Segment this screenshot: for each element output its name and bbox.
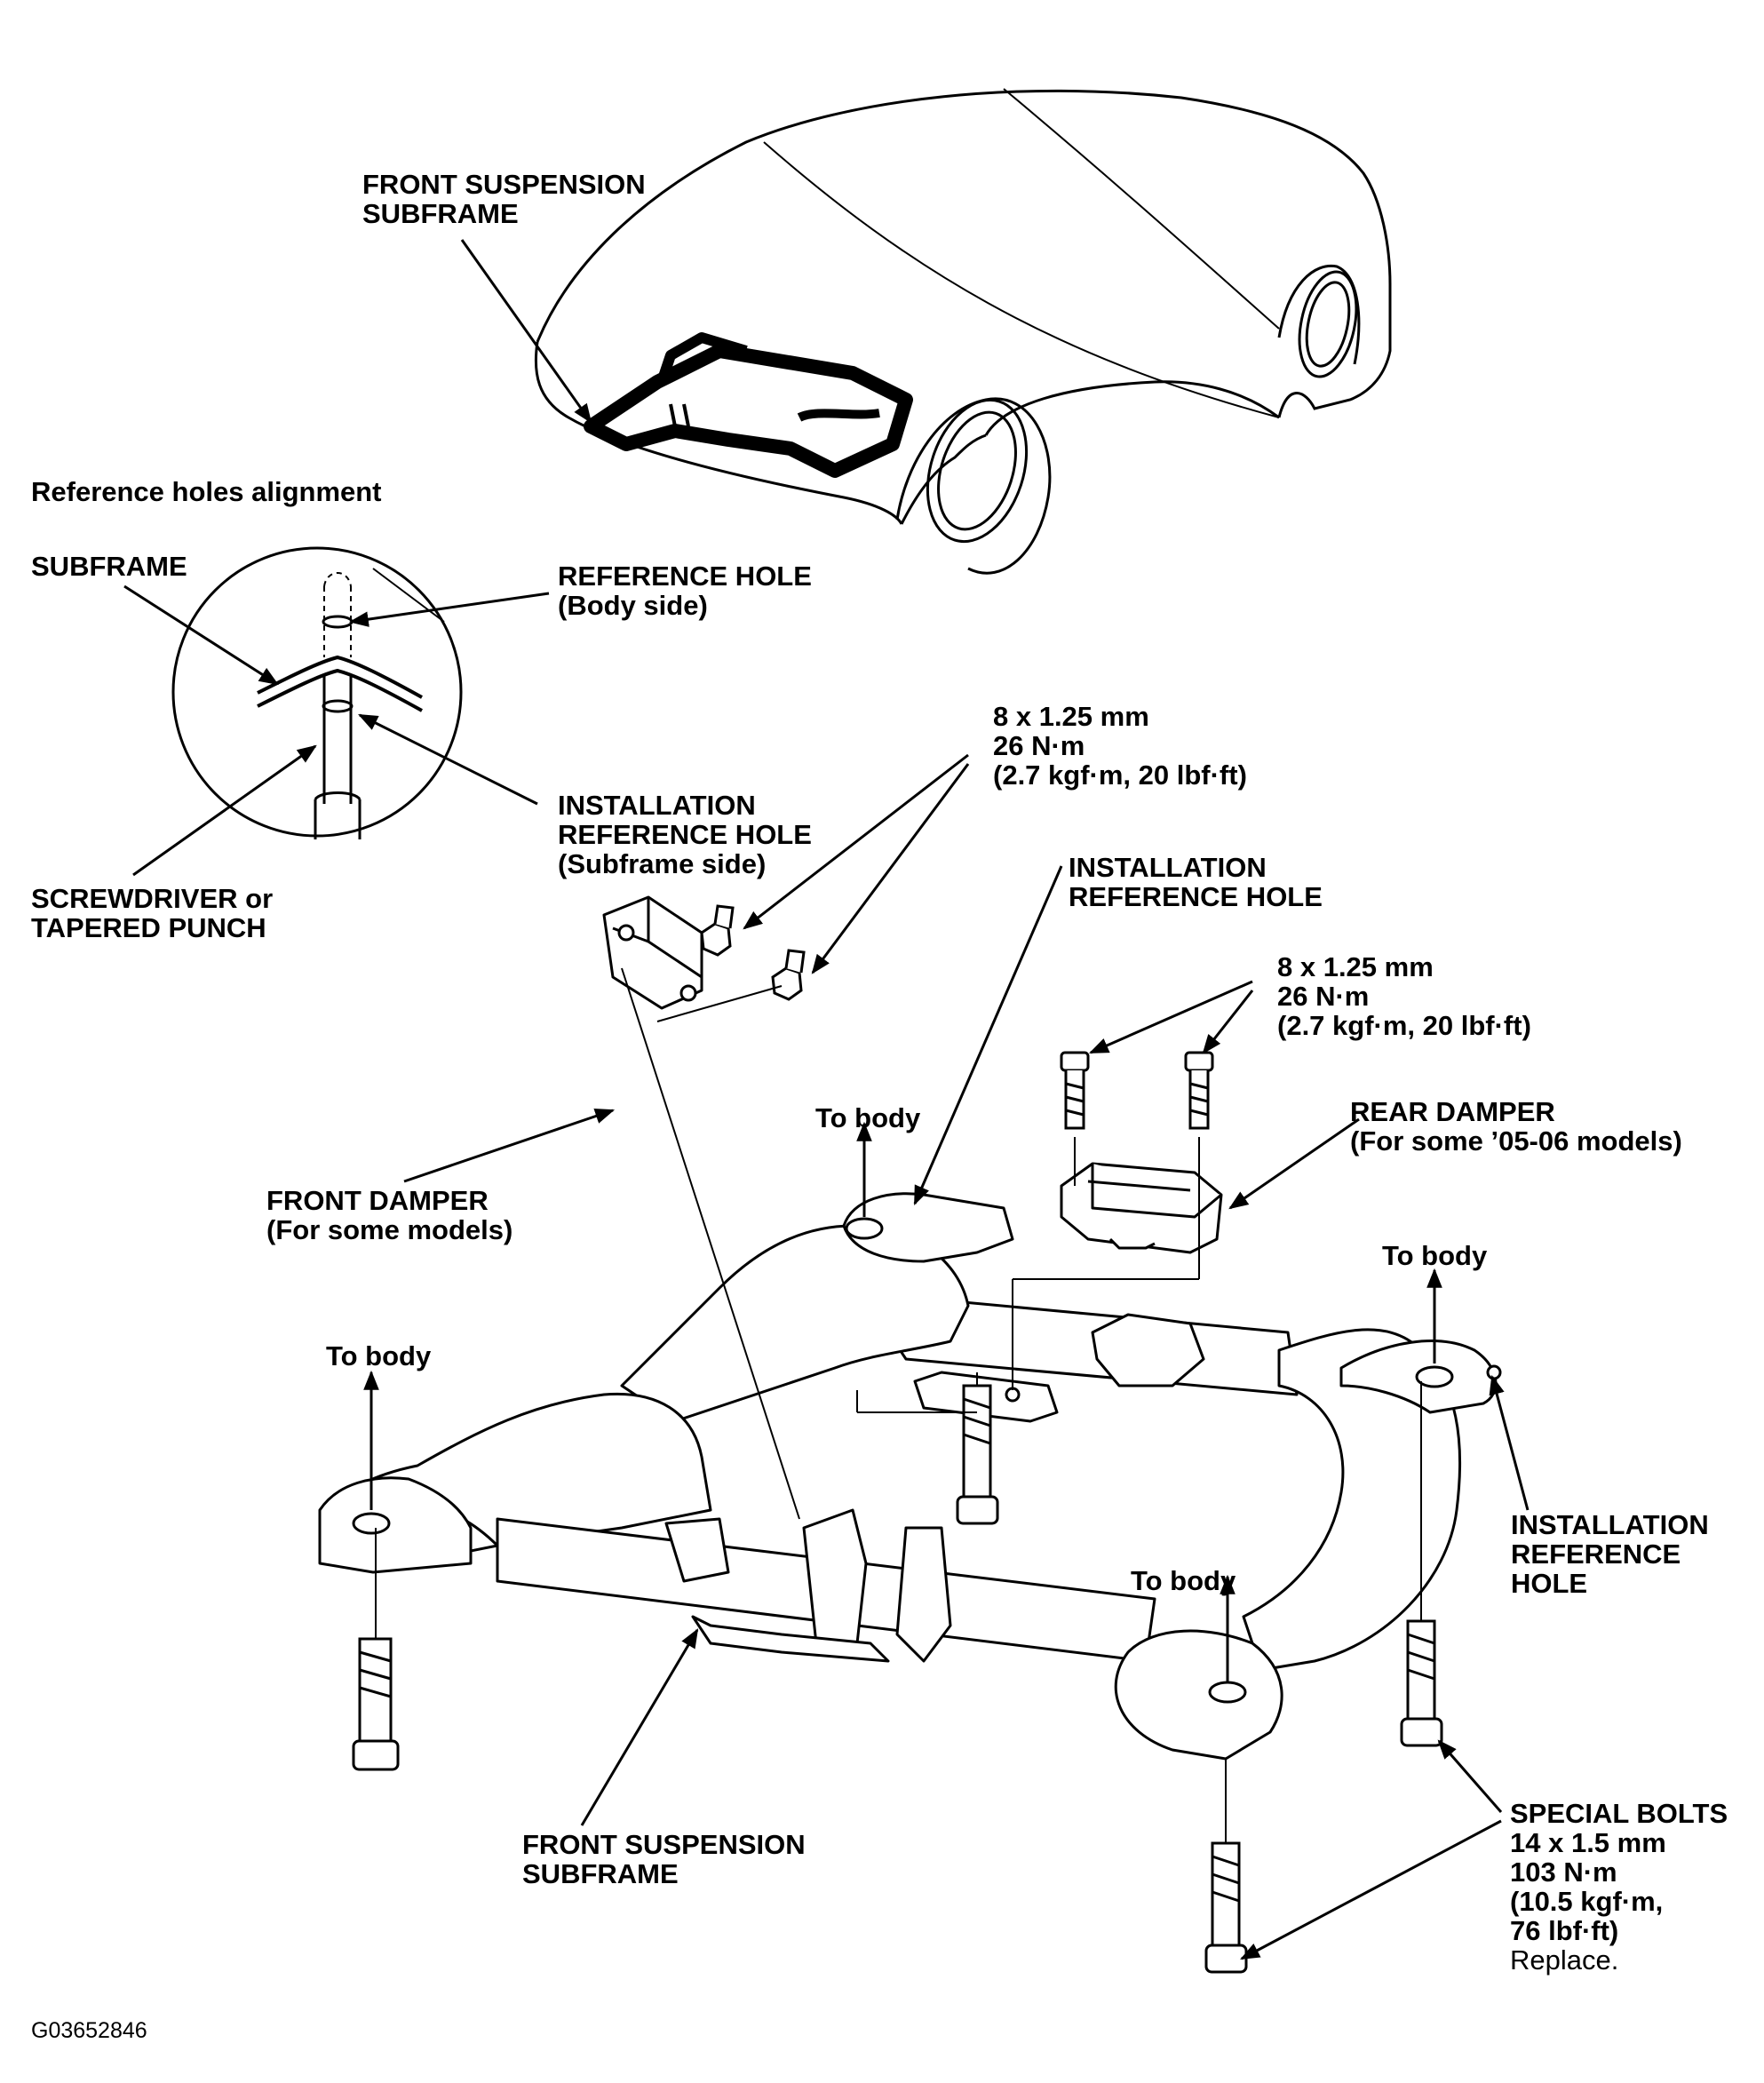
subframe-label: SUBFRAME bbox=[31, 551, 187, 582]
front-bolt-spec-line-1: 8 x 1.25 mm bbox=[993, 701, 1149, 732]
special-bolts-line-2: 14 x 1.5 mm bbox=[1510, 1827, 1666, 1858]
figure-id: G03652846 bbox=[31, 2018, 147, 2043]
install-ref-right-line-1: INSTALLATION bbox=[1511, 1509, 1709, 1540]
front-bolt-spec-line-3: (2.7 kgf·m, 20 lbf·ft) bbox=[993, 759, 1247, 791]
reference-hole-line-2: (Body side) bbox=[558, 590, 708, 621]
front-damper bbox=[602, 895, 703, 1010]
installation-reference-hole-top-label: INSTALLATION REFERENCE HOLE bbox=[1069, 853, 1323, 911]
screwdriver-line-1: SCREWDRIVER or bbox=[31, 883, 274, 914]
install-ref-sub-line-3: (Subframe side) bbox=[558, 848, 767, 879]
installation-reference-hole-subframe-label: INSTALLATION REFERENCE HOLE (Subframe si… bbox=[558, 791, 812, 879]
special-bolts-line-4: (10.5 kgf·m, bbox=[1510, 1886, 1664, 1917]
car-illustration bbox=[534, 88, 1392, 575]
bottom-subframe-line-2: SUBFRAME bbox=[522, 1858, 679, 1889]
install-ref-right-line-2: REFERENCE bbox=[1511, 1538, 1681, 1570]
replace-note: Replace. bbox=[1510, 1944, 1619, 1976]
front-bolt-spec-line-2: 26 N·m bbox=[993, 730, 1085, 761]
to-body-label-4: To body bbox=[1131, 1565, 1236, 1596]
special-bolts-line-5: 76 lbf·ft) bbox=[1510, 1915, 1619, 1946]
reference-holes-title: Reference holes alignment bbox=[31, 476, 382, 507]
front-suspension-subframe bbox=[318, 1192, 1502, 1761]
install-ref-sub-line-1: INSTALLATION bbox=[558, 790, 756, 821]
reference-hole-line-1: REFERENCE HOLE bbox=[558, 561, 812, 592]
installation-reference-hole-right-label: INSTALLATION REFERENCE HOLE bbox=[1511, 1510, 1709, 1598]
reference-detail-circle bbox=[171, 546, 463, 839]
rear-damper-label: REAR DAMPER (For some ’05-06 models) bbox=[1350, 1097, 1682, 1156]
rear-bolt-spec-line-3: (2.7 kgf·m, 20 lbf·ft) bbox=[1277, 1010, 1531, 1041]
reference-hole-label: REFERENCE HOLE (Body side) bbox=[558, 561, 812, 620]
to-body-label-2: To body bbox=[1382, 1240, 1488, 1271]
special-bolts bbox=[352, 1384, 1443, 1974]
rear-bolt-spec-label: 8 x 1.25 mm 26 N·m (2.7 kgf·m, 20 lbf·ft… bbox=[1277, 952, 1531, 1040]
rear-damper-line-2: (For some ’05-06 models) bbox=[1350, 1125, 1682, 1157]
top-subframe-line-1: FRONT SUSPENSION bbox=[362, 169, 646, 200]
install-ref-sub-line-2: REFERENCE HOLE bbox=[558, 819, 812, 850]
to-body-label-3: To body bbox=[326, 1340, 432, 1371]
install-ref-top-line-1: INSTALLATION bbox=[1069, 852, 1267, 883]
top-subframe-label: FRONT SUSPENSION SUBFRAME bbox=[362, 170, 646, 228]
front-bolt-spec-label: 8 x 1.25 mm 26 N·m (2.7 kgf·m, 20 lbf·ft… bbox=[993, 702, 1247, 790]
rear-bolt-spec-line-1: 8 x 1.25 mm bbox=[1277, 951, 1434, 982]
front-damper-line-1: FRONT DAMPER bbox=[266, 1185, 489, 1216]
front-damper-line-2: (For some models) bbox=[266, 1214, 513, 1245]
guide-lines bbox=[375, 967, 1422, 1843]
to-body-label-1: To body bbox=[815, 1102, 921, 1133]
front-damper-label: FRONT DAMPER (For some models) bbox=[266, 1186, 513, 1244]
bottom-subframe-line-1: FRONT SUSPENSION bbox=[522, 1829, 806, 1860]
car-subframe-highlight bbox=[584, 332, 913, 478]
special-bolts-label: SPECIAL BOLTS 14 x 1.5 mm 103 N·m (10.5 … bbox=[1510, 1799, 1728, 1975]
screwdriver-label: SCREWDRIVER or TAPERED PUNCH bbox=[31, 884, 273, 942]
install-ref-right-line-3: HOLE bbox=[1511, 1568, 1588, 1599]
rear-damper-line-1: REAR DAMPER bbox=[1350, 1096, 1555, 1127]
leader-lines bbox=[123, 239, 1530, 1960]
special-bolts-line-1: SPECIAL BOLTS bbox=[1510, 1798, 1728, 1829]
rear-damper-bolts bbox=[1060, 1051, 1214, 1130]
install-ref-top-line-2: REFERENCE HOLE bbox=[1069, 881, 1323, 912]
special-bolts-line-3: 103 N·m bbox=[1510, 1856, 1617, 1888]
front-damper-bolts bbox=[700, 904, 806, 1001]
screwdriver-line-2: TAPERED PUNCH bbox=[31, 912, 266, 943]
rear-bolt-spec-line-2: 26 N·m bbox=[1277, 981, 1370, 1012]
top-subframe-line-2: SUBFRAME bbox=[362, 198, 519, 229]
bottom-subframe-label: FRONT SUSPENSION SUBFRAME bbox=[522, 1830, 806, 1888]
rear-damper bbox=[1060, 1162, 1223, 1254]
